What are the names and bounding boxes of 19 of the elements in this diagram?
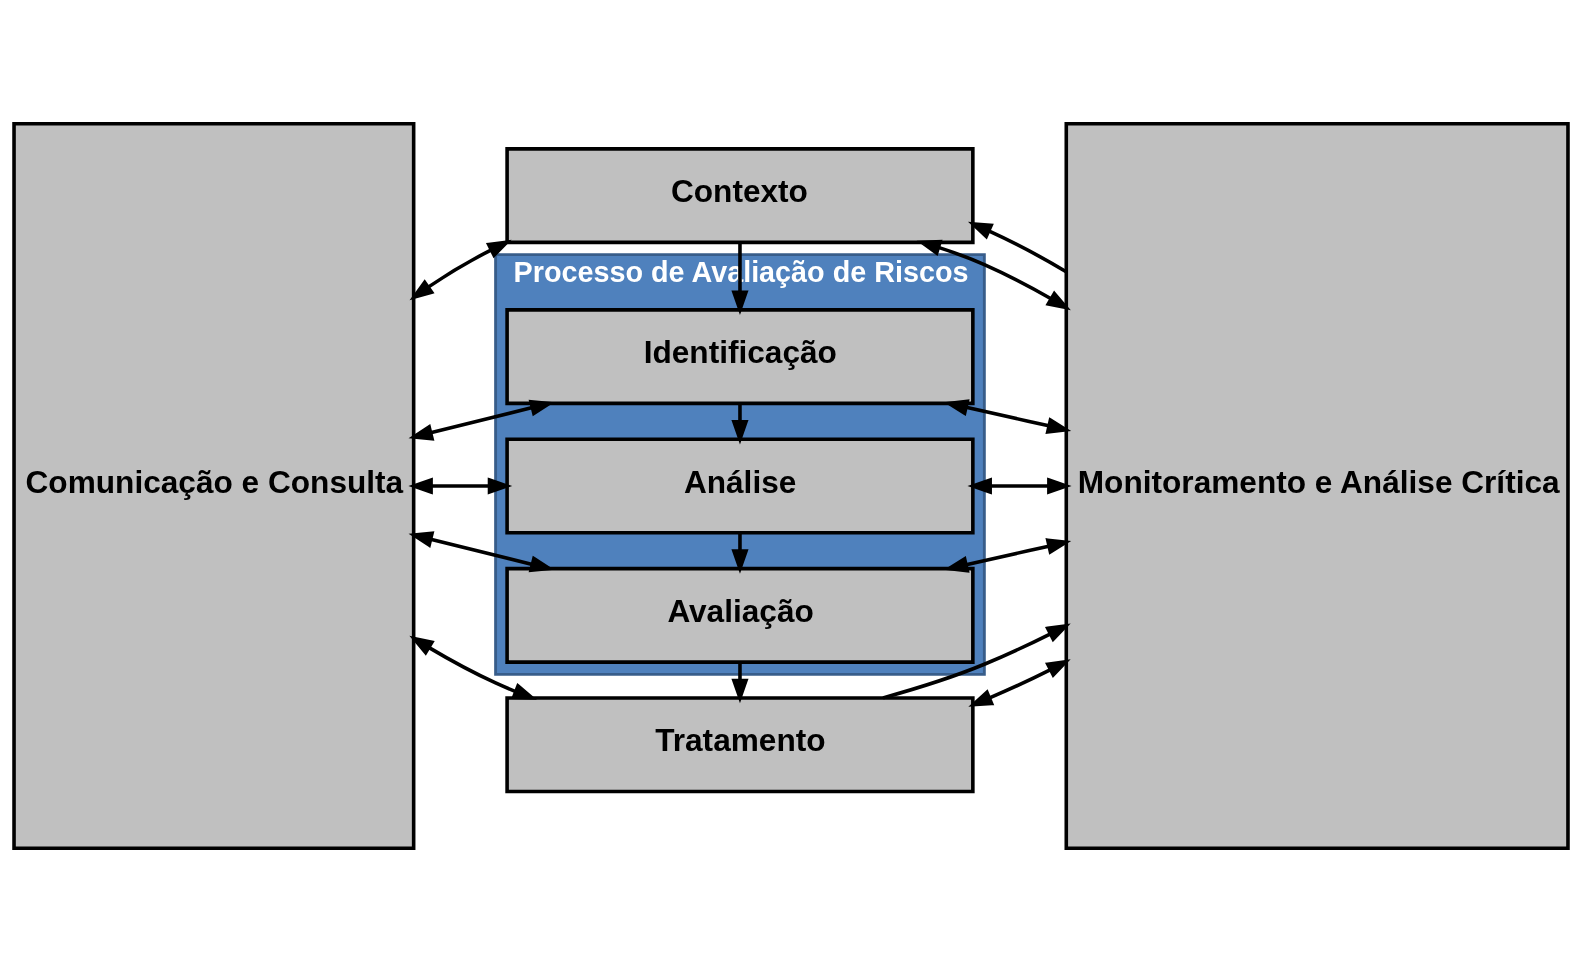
node-box: Comunicação e Consulta [12, 121, 416, 850]
arrow [967, 221, 1068, 273]
arrow [943, 398, 1072, 434]
arrow [731, 403, 749, 444]
arrow [967, 476, 1072, 495]
node-box: Avaliação [505, 566, 975, 664]
arrow [731, 532, 749, 574]
arrow [409, 635, 537, 700]
arrow [408, 476, 513, 495]
arrow [968, 658, 1071, 707]
node-box: Análise [505, 437, 975, 534]
arrow [943, 537, 1072, 573]
arrow [409, 239, 512, 300]
arrow [731, 661, 749, 703]
node-box: Identificação [505, 307, 975, 405]
node-box: Monitoramento e Análise Crítica [1064, 121, 1570, 850]
arrow [916, 239, 1071, 310]
node-box: Tratamento [505, 695, 975, 793]
node-box: Contexto [505, 146, 975, 244]
